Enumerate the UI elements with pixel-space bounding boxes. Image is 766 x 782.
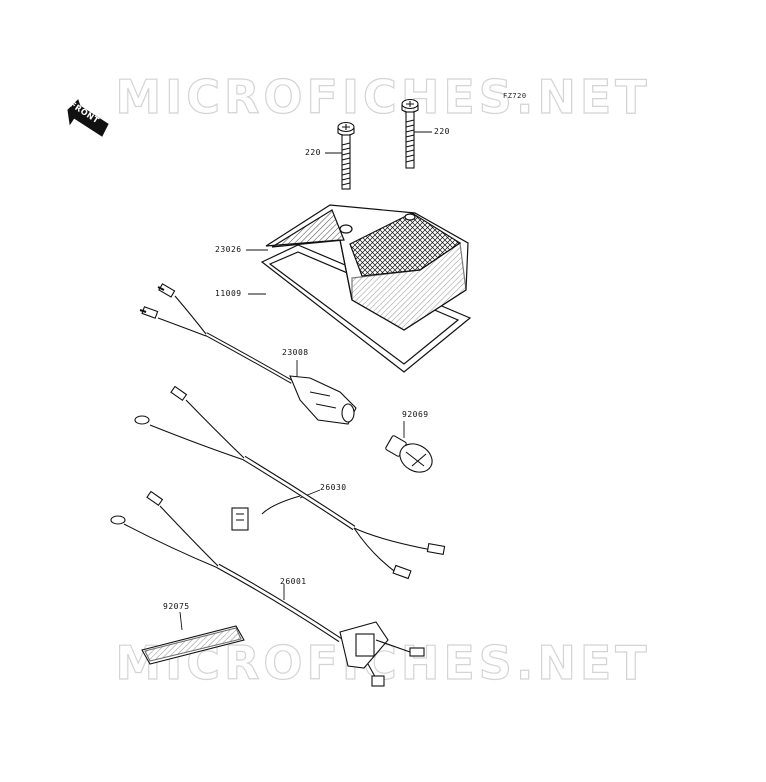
gasket	[260, 244, 472, 373]
callout-bolt-left: 220	[305, 148, 321, 157]
front-arrow-icon	[67, 99, 109, 137]
harness-lower	[110, 490, 425, 687]
socket-harness	[139, 283, 357, 425]
bolt-left	[337, 121, 355, 190]
bulb	[385, 435, 433, 473]
callout-pad: 92075	[163, 602, 190, 611]
callout-socket: 23008	[282, 348, 309, 357]
harness-upper	[134, 385, 446, 580]
callout-bulb: 92069	[402, 410, 429, 419]
callout-gasket: 11009	[215, 289, 242, 298]
leader-lines	[179, 131, 432, 631]
tail-lens	[265, 204, 469, 331]
callout-harness-upper: 26030	[320, 483, 347, 492]
callout-lens: 23026	[215, 245, 242, 254]
diagram-code: FZ720	[503, 92, 527, 100]
callout-harness-lower: 26001	[280, 577, 307, 586]
callout-bolt-right: 220	[434, 127, 450, 136]
adhesive-pad	[141, 625, 245, 665]
bolt-right	[401, 98, 419, 169]
